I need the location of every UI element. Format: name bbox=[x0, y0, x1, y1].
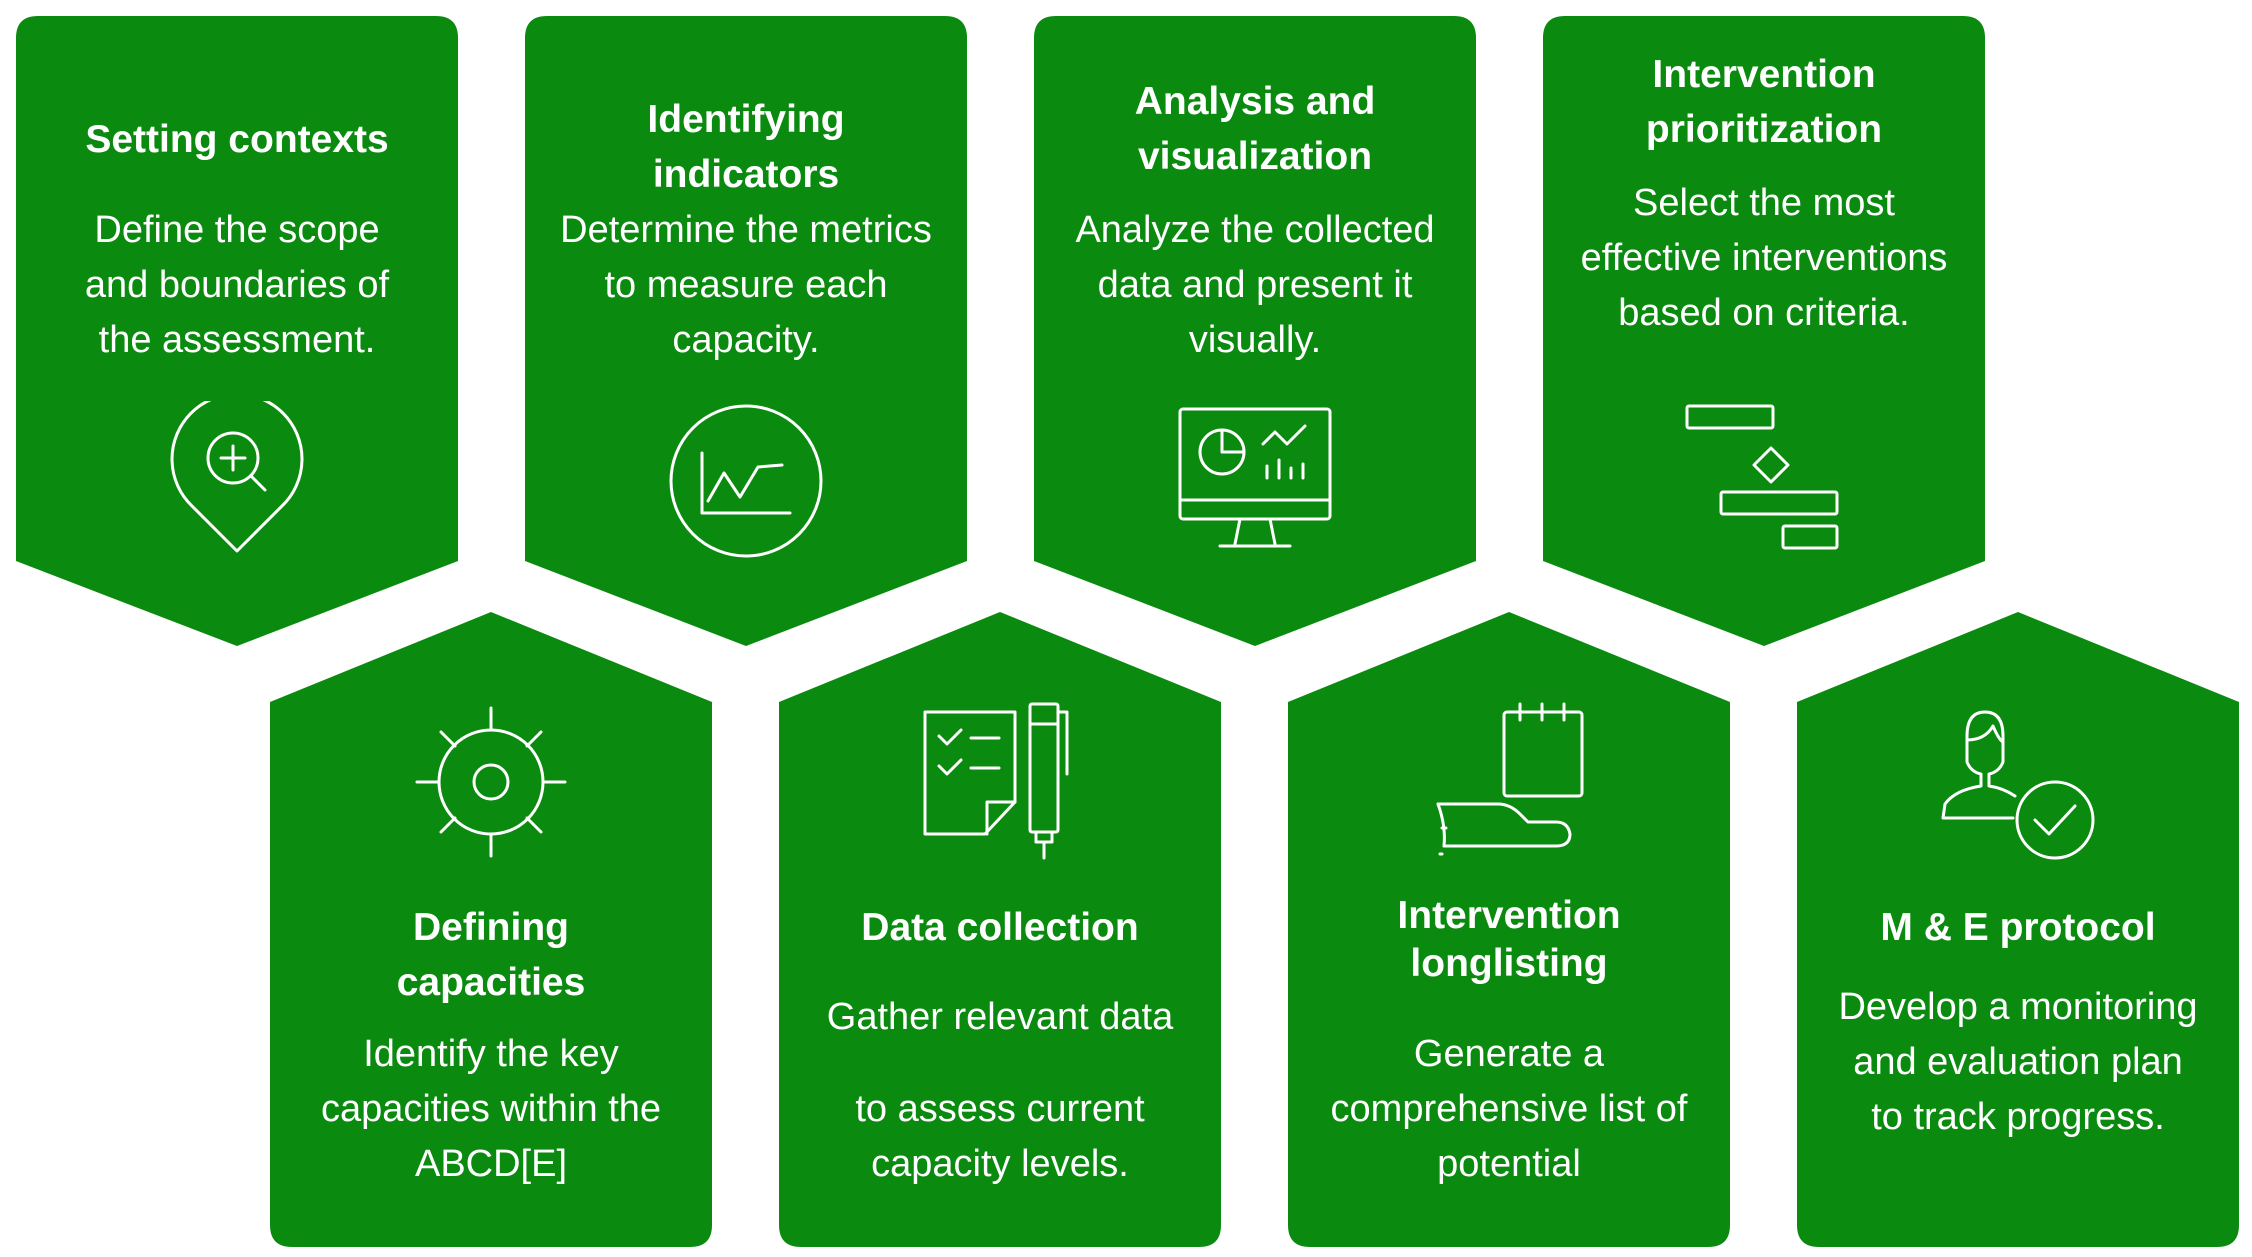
card-title: Intervention prioritization bbox=[1645, 53, 1883, 151]
gantt-flow-icon bbox=[1543, 396, 1985, 556]
line-chart-circle-icon bbox=[525, 401, 967, 561]
card-background bbox=[1543, 16, 1985, 646]
step-card-data-collection: Data collection Gather relevant data to … bbox=[779, 612, 1221, 1247]
checklist-pen-icon bbox=[779, 702, 1221, 862]
card-description: Develop a monitoring and evaluation plan… bbox=[1838, 986, 2198, 1138]
hand-notepad-icon bbox=[1288, 702, 1730, 862]
card-background bbox=[779, 612, 1221, 1247]
card-background bbox=[525, 16, 967, 646]
step-card-intervention-prioritization: Intervention prioritization Select the m… bbox=[1543, 16, 1985, 651]
step-card-defining-capacities: Defining capacities Identify the key cap… bbox=[270, 612, 712, 1247]
card-background bbox=[270, 612, 712, 1247]
monitor-dashboard-icon bbox=[1034, 404, 1476, 554]
card-title: Intervention longlisting bbox=[1397, 894, 1621, 985]
step-card-setting-contexts: Setting contexts Define the scope and bo… bbox=[16, 16, 458, 651]
card-description: Identify the key capacities within the A… bbox=[320, 1033, 662, 1185]
card-description: Gather relevant data to assess current c… bbox=[826, 996, 1174, 1185]
card-background bbox=[1288, 612, 1730, 1247]
location-search-icon bbox=[16, 401, 458, 561]
card-title: Defining capacities bbox=[396, 906, 586, 1004]
card-description: Analyze the collected data and present i… bbox=[1075, 209, 1435, 361]
step-card-identifying-indicators: Identifying indicators Determine the met… bbox=[525, 16, 967, 651]
card-title: Data collection bbox=[861, 906, 1139, 949]
card-description: Select the most effective interventions … bbox=[1580, 182, 1948, 334]
card-title: Setting contexts bbox=[85, 118, 389, 161]
card-title: Analysis and visualization bbox=[1134, 80, 1376, 178]
card-title: Identifying indicators bbox=[647, 98, 845, 196]
sun-gear-icon bbox=[270, 702, 712, 862]
card-background bbox=[1797, 612, 2239, 1247]
card-title: M & E protocol bbox=[1880, 906, 2156, 949]
card-description: Generate a comprehensive list of potenti… bbox=[1330, 1033, 1688, 1185]
card-background bbox=[16, 16, 458, 646]
person-check-icon bbox=[1797, 700, 2239, 860]
step-card-intervention-longlisting: Intervention longlisting Generate a comp… bbox=[1288, 612, 1730, 1247]
step-card-m-e-protocol: M & E protocol Develop a monitoring and … bbox=[1797, 612, 2239, 1247]
card-description: Determine the metrics to measure each ca… bbox=[560, 209, 932, 361]
step-card-analysis-visualization: Analysis and visualization Analyze the c… bbox=[1034, 16, 1476, 651]
card-background bbox=[1034, 16, 1476, 646]
card-description: Define the scope and boundaries of the a… bbox=[84, 209, 390, 361]
